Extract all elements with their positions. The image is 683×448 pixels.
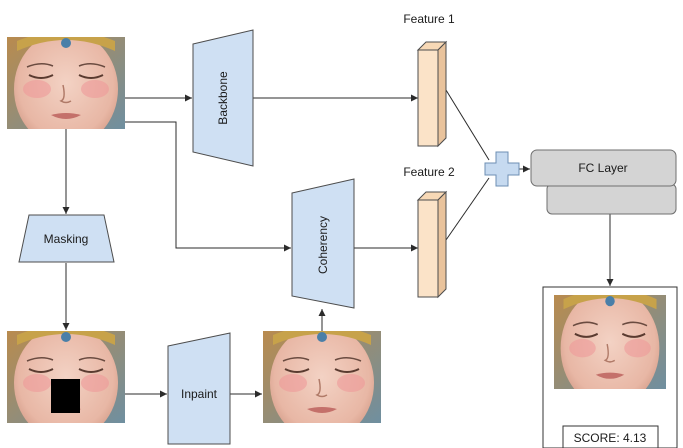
feature1-vector — [416, 40, 448, 148]
feature2-vector — [416, 190, 448, 299]
face-masked-image — [7, 331, 125, 423]
coherency-label: Coherency — [316, 216, 330, 274]
backbone-module: Backbone — [192, 29, 254, 167]
masking-module: Masking — [18, 214, 115, 263]
inpaint-label: Inpaint — [181, 387, 218, 401]
score-label: SCORE: 4.13 — [574, 431, 647, 445]
backbone-label: Backbone — [216, 71, 230, 125]
face-inpainted-image — [263, 331, 381, 423]
feature2-label: Feature 2 — [403, 165, 455, 179]
inpaint-module: Inpaint — [167, 332, 231, 445]
masking-label: Masking — [44, 232, 89, 246]
mask-square — [51, 379, 80, 413]
fc-layer-label: FC Layer — [578, 161, 627, 175]
score-box — [562, 425, 659, 448]
feature1-label: Feature 1 — [403, 12, 455, 26]
fc-layer: FC Layer — [530, 149, 677, 215]
concat-plus-icon — [484, 151, 520, 187]
coherency-module: Coherency — [291, 178, 355, 309]
connectors — [62, 89, 614, 398]
